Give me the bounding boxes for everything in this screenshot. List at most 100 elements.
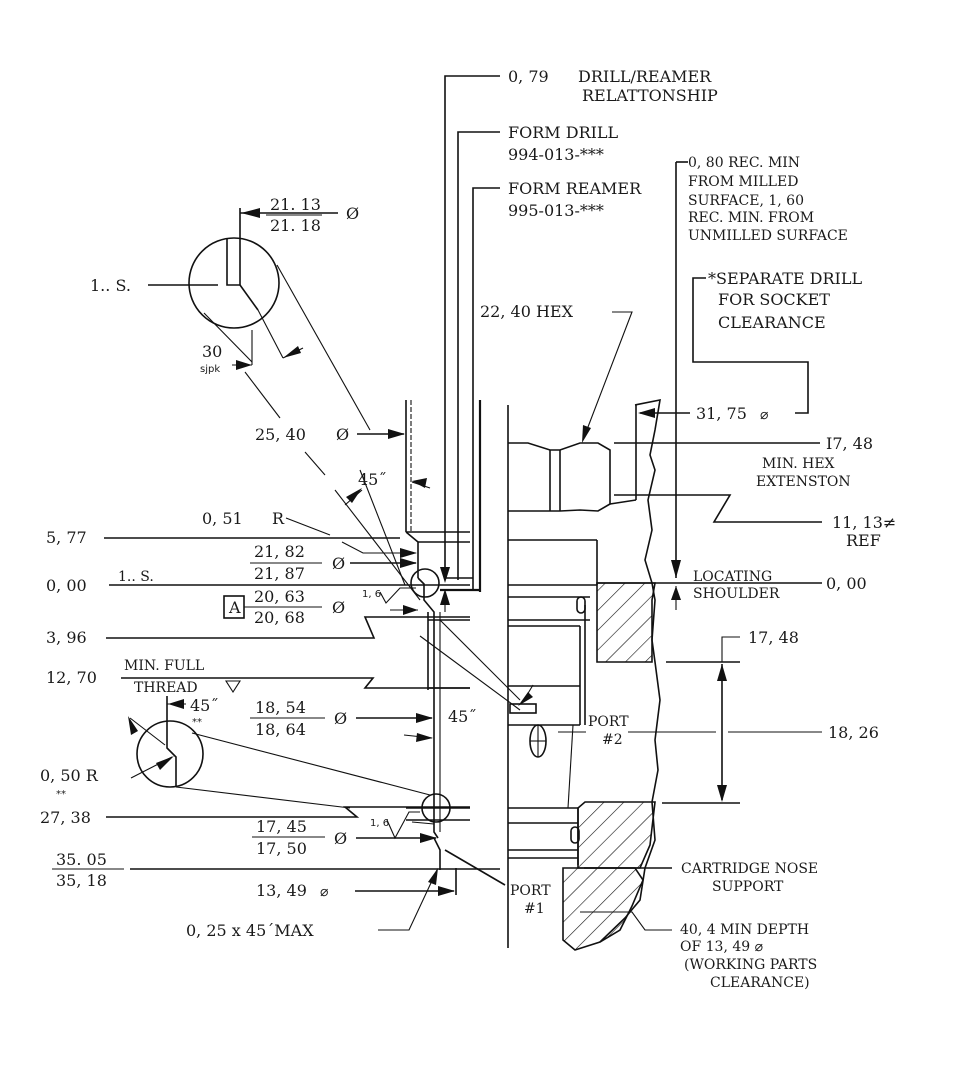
dim-0-00-value: 0, 00 xyxy=(46,576,87,595)
note-milled-surface: 0, 80 REC. MIN FROM MILLED SURFACE, 1, 6… xyxy=(671,155,848,578)
drill-reamer-value: 0, 79 xyxy=(508,67,549,86)
dim-21-87-value: 21, 87 xyxy=(254,564,305,583)
dim-12-70-value: 12, 70 xyxy=(46,668,97,687)
depth-line-2: OF 13, 49 ⌀ xyxy=(680,939,763,955)
locating-2: SHOULDER xyxy=(693,586,780,602)
dim-18-54: 18, 54 18, 64 Ø xyxy=(250,698,433,742)
cavity-bore xyxy=(405,400,521,895)
note-line-2: FROM MILLED xyxy=(688,174,798,190)
depth-line-3: (WORKING PARTS xyxy=(684,957,817,973)
min-full-label: MIN. FULL xyxy=(124,658,204,674)
dim-35-05: 35. 05 35, 18 xyxy=(52,850,500,890)
callout-drill-reamer: 0, 79 DRILL/REAMER RELATTONSHIP xyxy=(444,67,718,580)
min-hex-2: EXTENSTON xyxy=(756,474,851,490)
note-line-4: REC. MIN. FROM xyxy=(688,210,814,226)
cartridge-body xyxy=(419,405,611,948)
y18-26-value: 18, 26 xyxy=(828,723,879,742)
detail-dia-top: 21. 13 xyxy=(270,195,321,214)
note-separate-drill: *SEPARATE DRILL FOR SOCKET CLEARANCE xyxy=(692,269,862,414)
angle-45-top: 45˝ xyxy=(358,470,386,489)
dim-20-68-value: 20, 68 xyxy=(254,608,305,627)
thread-label: THREAD xyxy=(134,680,198,696)
finish-symbol-1: 1, 6 xyxy=(362,587,416,604)
depth-line-1: 40, 4 MIN DEPTH xyxy=(680,922,809,938)
dim-17-48: 17, 48 xyxy=(662,628,799,804)
separate-line-3: CLEARANCE xyxy=(718,313,826,332)
detail-circle-lower: 45˝ ** 0, 50 R ** xyxy=(40,696,431,809)
finish-1-value: 1, 6 xyxy=(362,589,381,600)
dim-3-96-value: 3, 96 xyxy=(46,628,87,647)
angle-45-mid: 45˝ xyxy=(190,696,218,715)
dim-0-51-R: R xyxy=(272,509,285,528)
dim-3-96: 3, 96 xyxy=(46,616,470,647)
form-drill-label: FORM DRILL xyxy=(508,123,619,142)
y17-48-value: 17, 48 xyxy=(748,628,799,647)
nose-line-2: SUPPORT xyxy=(712,879,784,895)
callout-form-reamer: FORM REAMER 995-013-*** xyxy=(472,179,642,590)
housing-section xyxy=(562,398,661,951)
dim-0-51-value: 0, 51 xyxy=(202,509,243,528)
dim-17-50-value: 17, 50 xyxy=(256,839,307,858)
finish-2-value: 1, 6 xyxy=(370,818,389,829)
dim-5-77: 5, 77 xyxy=(46,528,400,547)
dim-20-symbol: Ø xyxy=(332,598,345,617)
port1-line-2: #1 xyxy=(524,901,545,917)
form-drill-part: 994-013-*** xyxy=(508,145,604,164)
dim-25-40-value: 25, 40 xyxy=(255,425,306,444)
dim-35-18-value: 35, 18 xyxy=(56,871,107,890)
dim-20-63: A 20, 63 20, 68 Ø xyxy=(223,587,418,627)
dim-31-75: 31, 75 ⌀ xyxy=(638,404,768,423)
dim-21-82: 21, 82 21, 87 Ø xyxy=(250,541,417,583)
form-reamer-label: FORM REAMER xyxy=(508,179,642,198)
detail-angle: 30 xyxy=(202,342,222,361)
datum-a: A xyxy=(228,598,241,617)
d31-75-symbol: ⌀ xyxy=(760,407,768,423)
separate-line-2: FOR SOCKET xyxy=(718,290,830,309)
dim-chamfer: 0, 25 x 45´MAX xyxy=(186,868,438,940)
dim-20-63-value: 20, 63 xyxy=(254,587,305,606)
dim-27-38-value: 27, 38 xyxy=(40,808,91,827)
depth-line-4: CLEARANCE) xyxy=(710,975,810,991)
dim-locating-shoulder: LOCATING SHOULDER 0, 00 xyxy=(597,569,867,610)
nose-line-1: CARTRIDGE NOSE xyxy=(681,861,818,877)
d31-75-value: 31, 75 xyxy=(696,404,747,423)
dim-12-70: 12, 70 MIN. FULL THREAD xyxy=(46,658,470,696)
port2-line-1: PORT xyxy=(588,714,629,730)
dim-18-26: PORT #2 18, 26 xyxy=(558,714,879,748)
dim-11-13: 11, 13≠ REF xyxy=(614,494,896,550)
dim-hex: 22, 40 HEX xyxy=(480,302,633,443)
ls-label-left: 1.. S. xyxy=(118,569,154,585)
dstar-mid: ** xyxy=(192,717,202,728)
dim-17-45-value: 17, 45 xyxy=(256,817,307,836)
note-line-1: 0, 80 REC. MIN xyxy=(688,155,800,171)
dim-17-48-top: I7, 48 MIN. HEX EXTENSTON xyxy=(614,434,873,490)
dim-21-symbol: Ø xyxy=(332,554,345,573)
dim-0-00-left: 0, 00 1.. S. xyxy=(46,569,470,595)
port2-line-2: #2 xyxy=(602,732,623,748)
dim-35-05-value: 35. 05 xyxy=(56,850,107,869)
note-port-1: PORT #1 xyxy=(510,883,551,917)
y11-13-value: 11, 13≠ xyxy=(832,513,896,532)
dim-27-38: 27, 38 1, 6 xyxy=(40,806,470,840)
hex-value: 22, 40 HEX xyxy=(480,302,574,321)
dim-13-49: 13, 49 ⌀ xyxy=(256,881,455,900)
dim-13-49-symbol: ⌀ xyxy=(320,884,328,900)
drill-reamer-label: DRILL/REAMER xyxy=(578,67,712,86)
dim-17-45: 17, 45 17, 50 Ø xyxy=(252,817,437,858)
note-line-3: SURFACE, 1, 60 xyxy=(688,193,804,209)
drill-reamer-label-2: RELATTONSHIP xyxy=(582,86,718,105)
dim-0-50-note: ** xyxy=(56,789,66,800)
dim-0-50-value: 0, 50 R xyxy=(40,766,99,785)
separate-line-1: *SEPARATE DRILL xyxy=(708,269,862,288)
dim-0-51-r: 0, 51 R xyxy=(202,488,363,536)
ref-label: REF xyxy=(846,531,881,550)
callout-form-drill: FORM DRILL 994-013-*** xyxy=(457,123,619,580)
form-reamer-part: 995-013-*** xyxy=(508,201,604,220)
note-nose-support: CARTRIDGE NOSE SUPPORT xyxy=(584,861,818,895)
dim-18-64-value: 18, 64 xyxy=(255,720,306,739)
note-min-depth: 40, 4 MIN DEPTH OF 13, 49 ⌀ (WORKING PAR… xyxy=(580,911,817,991)
detail-dia-bottom: 21. 18 xyxy=(270,216,321,235)
y0-00-right: 0, 00 xyxy=(826,574,867,593)
dim-21-82-value: 21, 82 xyxy=(254,542,305,561)
